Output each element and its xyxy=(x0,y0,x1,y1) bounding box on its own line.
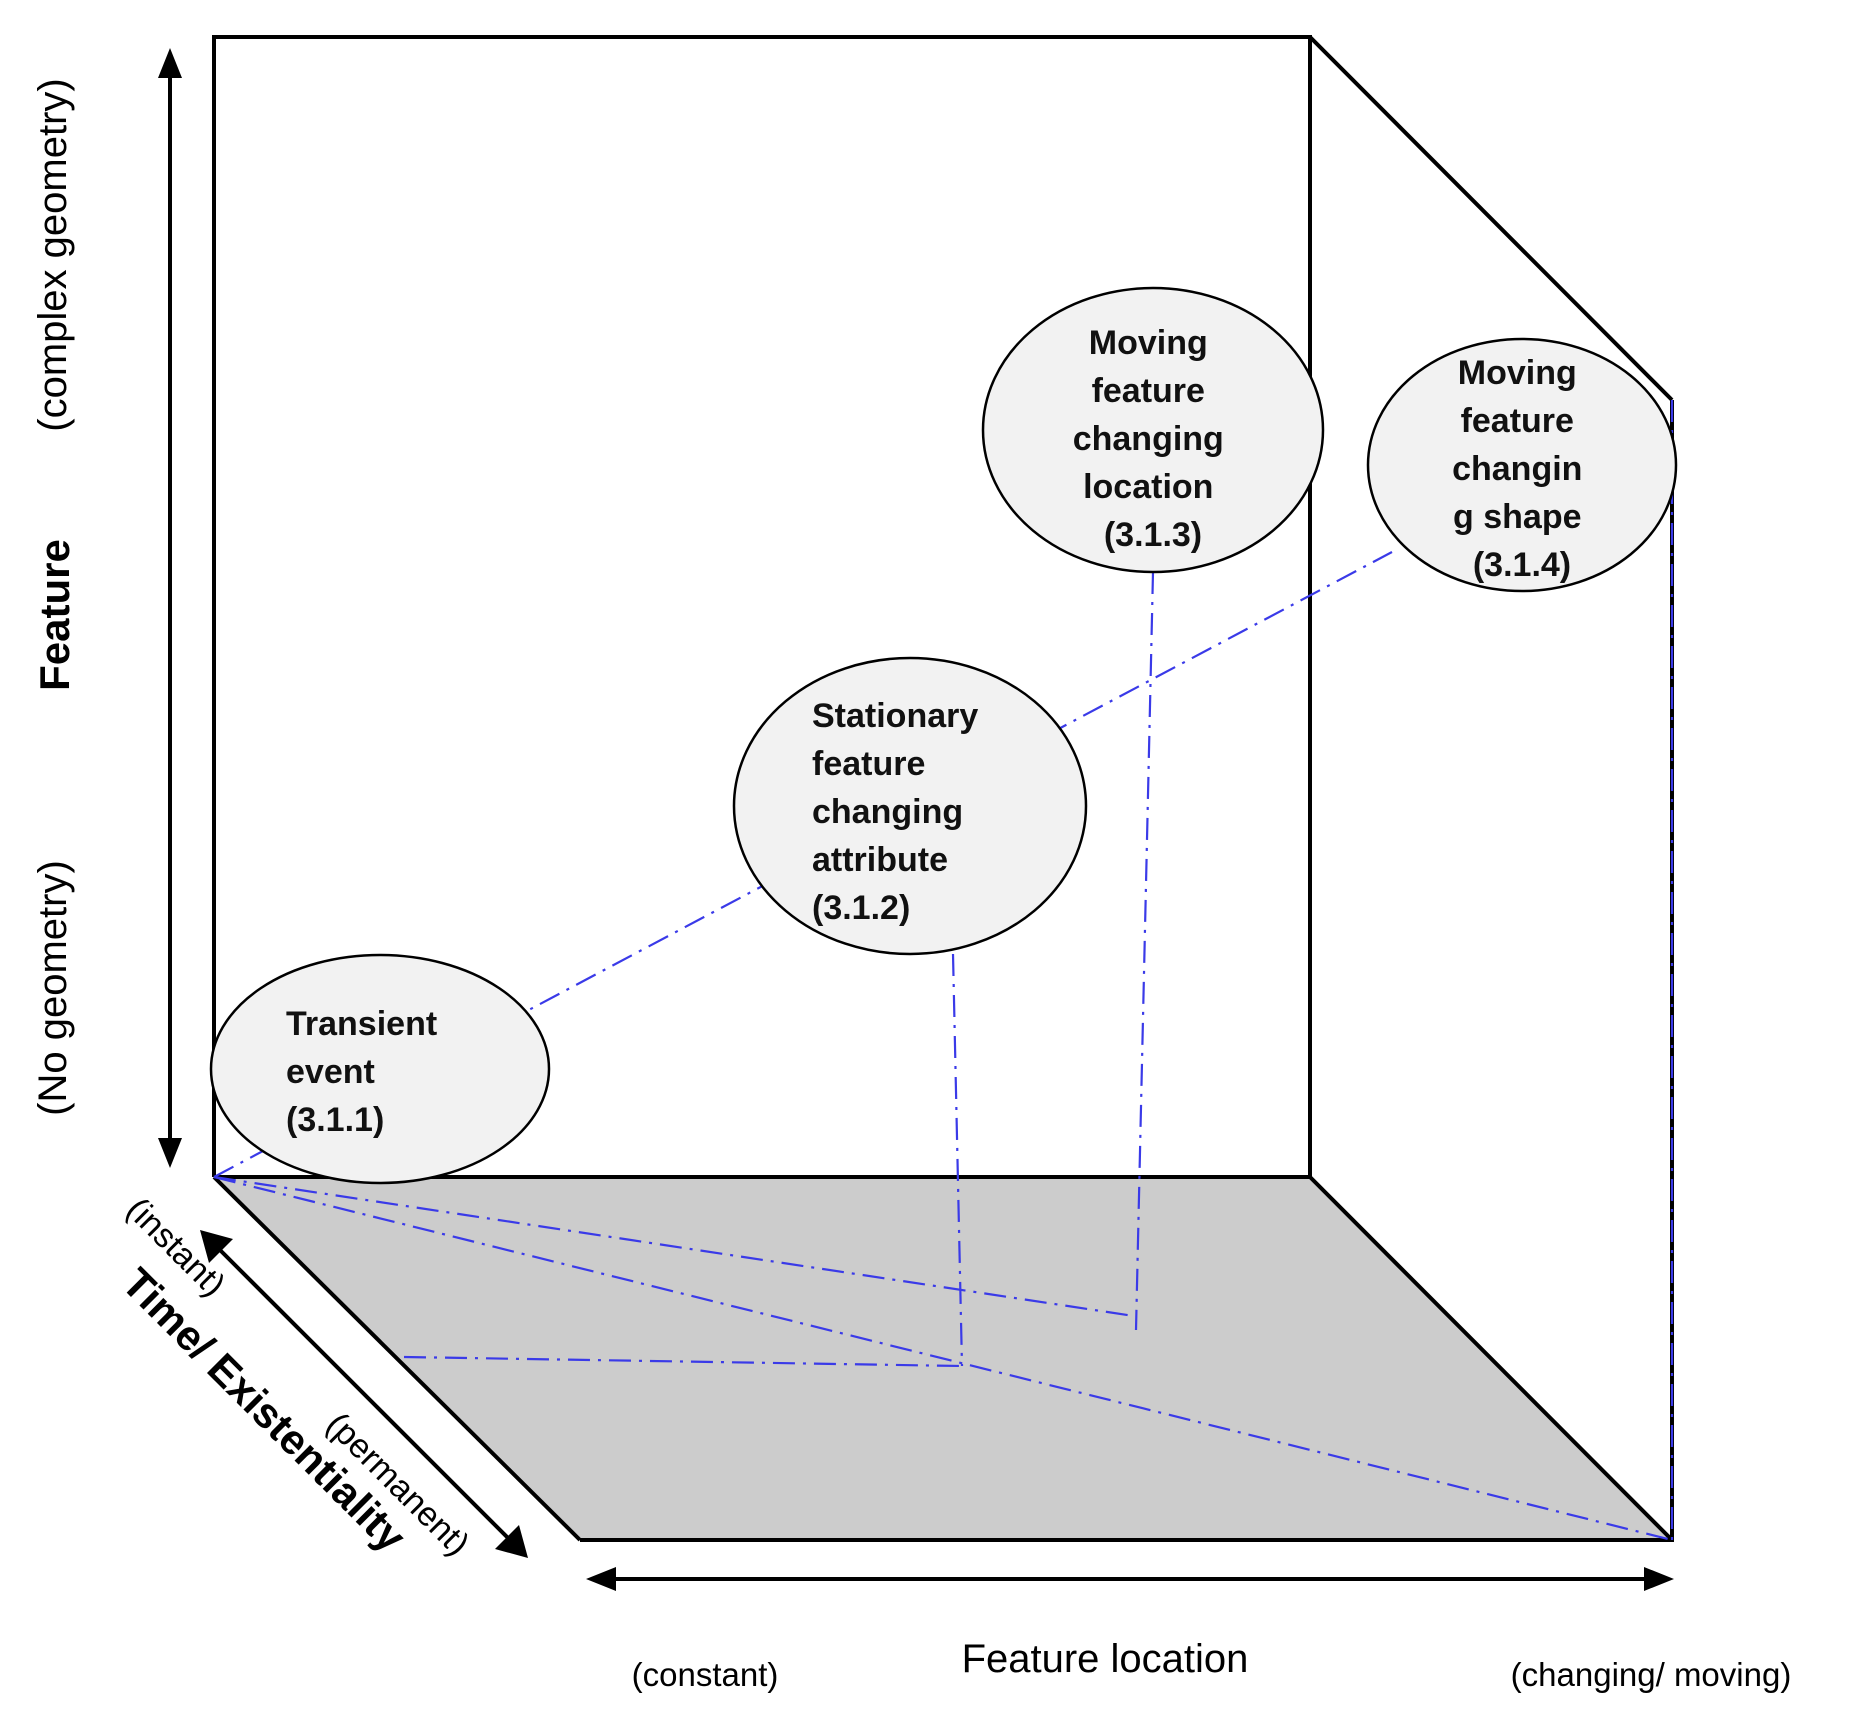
vertical-axis-arrowhead-top xyxy=(158,48,182,78)
horizontal-axis-left-label: (constant) xyxy=(632,1656,779,1693)
vertical-axis: (complex geometry) Feature (No geometry) xyxy=(31,48,182,1168)
node-label-line: feature xyxy=(1092,372,1205,410)
node-3-1-3: Moving feature changing location (3.1.3) xyxy=(981,286,1325,574)
cube-edge-floor-left-diagonal xyxy=(212,1175,582,1542)
projection-line-3-1-2-drop xyxy=(951,953,964,1367)
vertical-axis-arrowhead-bottom xyxy=(158,1138,182,1168)
horizontal-axis: (constant) Feature location (changing/ m… xyxy=(586,1567,1791,1693)
node-label-line: feature xyxy=(1461,402,1574,440)
node-ellipse xyxy=(1366,337,1678,593)
node-label-line: feature xyxy=(812,745,925,783)
node-label-line: changing xyxy=(812,793,963,831)
projection-line-origin-to-floor-corner xyxy=(213,1175,1673,1542)
node-label-line: (3.1.2) xyxy=(812,889,910,927)
cube-edges xyxy=(212,35,1674,1542)
node-3-1-1: Transient event (3.1.1) xyxy=(209,953,551,1185)
node-label-line: g shape xyxy=(1453,498,1581,536)
node-label: Moving feature changin g shape (3.1.4) xyxy=(1452,354,1592,584)
node-3-1-2: Stationary feature changing attribute (3… xyxy=(732,656,1088,956)
node-label: Stationary feature changing attribute (3… xyxy=(812,697,988,927)
diagonal-axis-arrow-line xyxy=(216,1246,512,1542)
node-ellipse xyxy=(209,953,551,1185)
node-label-line: Moving xyxy=(1458,354,1577,392)
horizontal-axis-label: Feature location xyxy=(962,1637,1249,1681)
node-label-line: event xyxy=(286,1053,375,1091)
horizontal-axis-right-label: (changing/ moving) xyxy=(1511,1656,1792,1693)
node-ellipse xyxy=(732,656,1088,956)
node-label-line: Stationary xyxy=(812,697,978,735)
node-ellipse xyxy=(981,286,1325,574)
node-label-line: changing xyxy=(1073,420,1224,458)
horizontal-axis-arrowhead-right xyxy=(1644,1567,1674,1591)
projection-line-origin-to-3-1-3-foot xyxy=(213,1175,1135,1318)
node-label: Moving feature changing location (3.1.3) xyxy=(1073,324,1234,554)
node-label-line: location xyxy=(1083,468,1213,506)
vertical-axis-bottom-label: (No geometry) xyxy=(31,860,75,1116)
vertical-axis-top-label: (complex geometry) xyxy=(31,78,75,431)
node-label-line: (3.1.4) xyxy=(1473,546,1571,584)
node-label-line: (3.1.1) xyxy=(286,1101,384,1139)
projection-line-3-1-3-drop xyxy=(1134,571,1155,1331)
node-label-line: changin xyxy=(1452,450,1582,488)
cube-edge-top-diagonal xyxy=(1308,35,1674,402)
vertical-axis-label: Feature xyxy=(31,539,78,691)
node-label: Transient event (3.1.1) xyxy=(286,1005,447,1139)
diagonal-axis-arrowhead-start xyxy=(200,1230,233,1263)
cube-edge-floor-right-diagonal xyxy=(1308,1175,1674,1542)
projection-line-3-1-2-floor-left xyxy=(403,1355,963,1368)
horizontal-axis-arrowhead-left xyxy=(586,1567,616,1591)
node-label-line: Transient xyxy=(286,1005,437,1043)
node-label-line: Moving xyxy=(1089,324,1208,362)
node-label-line: (3.1.3) xyxy=(1104,516,1202,554)
node-label-line: attribute xyxy=(812,841,948,879)
diagonal-axis-arrowhead-end xyxy=(495,1525,528,1558)
node-3-1-4: Moving feature changin g shape (3.1.4) xyxy=(1366,337,1678,593)
